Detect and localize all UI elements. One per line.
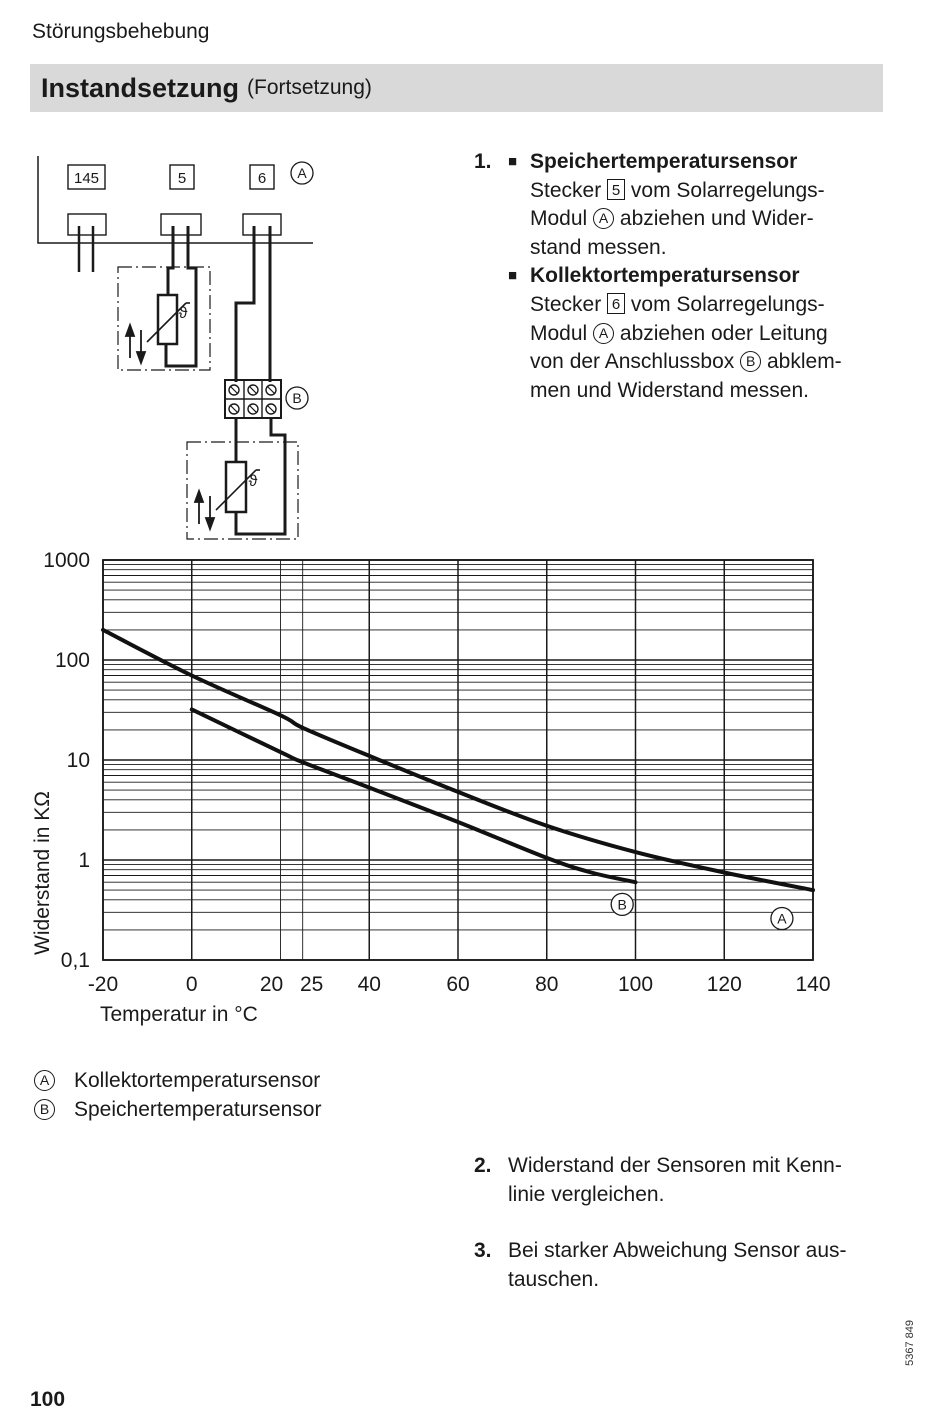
curve-B: [189, 707, 638, 885]
x-tick-label: 140: [795, 973, 830, 996]
page-title: Instandsetzung: [41, 72, 240, 103]
item-heading: Kollektortemperatursensor: [530, 264, 800, 288]
wiring-diagram: 145 5 6 A B ϑ ϑ: [37, 156, 314, 540]
section-header: Störungsbehebung: [32, 20, 210, 43]
step-1: 1. ■ Speichertemperatursensor Stecker 5 …: [474, 148, 894, 405]
bullet-icon: ■: [508, 267, 518, 285]
terminal-screw: [228, 384, 240, 396]
legend-text: Speichertemperatursensor: [74, 1098, 322, 1121]
x-axis-label: Temperatur in °C: [100, 1003, 258, 1026]
chart-legend: A Kollektortemperatursensor B Speicherte…: [34, 1066, 321, 1124]
x-tick-label: 80: [535, 973, 558, 996]
item-heading: Speichertemperatursensor: [530, 150, 798, 173]
chart-labels: 1000 100 10 1 0,1-20 0 20 25 40 60 80 100 120 140Temp…: [31, 549, 831, 1026]
title-bar: Instandsetzung (Fortsetzung): [30, 64, 883, 112]
collector-thermistor: [224, 460, 248, 514]
legend-item: A Kollektortemperatursensor: [34, 1066, 321, 1095]
collector-sensor-wire: [234, 226, 256, 382]
x-tick-label: 0: [186, 973, 198, 996]
x-tick-label: 120: [707, 973, 742, 996]
y-axis-label: Widerstand in KΩ: [31, 791, 54, 955]
y-tick-label: 0,1: [61, 949, 90, 972]
thermistor-slash: [146, 302, 187, 343]
ref-circle: A: [593, 208, 615, 230]
curve-marker-A: [770, 906, 794, 931]
thermistor-symbol: ϑ: [249, 473, 258, 490]
collector-sensor-wire: [234, 418, 287, 536]
socket-5: [160, 213, 202, 236]
page-number: 100: [30, 1388, 66, 1411]
terminal-screw: [228, 403, 240, 415]
plug-label-box-6: [249, 164, 275, 190]
y-tick-label: 1000: [43, 549, 90, 572]
page-subtitle: (Fortsetzung): [247, 76, 372, 99]
curve-marker-label-A: A: [777, 911, 787, 927]
document-number: 5367 849: [904, 1320, 916, 1366]
ref-circle: B: [740, 351, 762, 373]
storage-sensor-wire: [166, 226, 175, 295]
legend-text: Kollektortemperatursensor: [74, 1069, 321, 1092]
ref-label-B: B: [292, 390, 301, 406]
y-tick-label: 1: [78, 849, 90, 872]
plot-frame: [102, 559, 814, 961]
chart-grid: [102, 559, 814, 961]
curve-marker-B: [610, 892, 634, 917]
x-tick-label: 25: [300, 973, 323, 996]
x-tick-label: 100: [618, 973, 653, 996]
x-tick-label: -20: [88, 973, 118, 996]
step-1-item-storage: ■ Speichertemperatursensor Stecker 5 vom…: [508, 148, 894, 262]
terminal-screw: [247, 403, 259, 415]
ref-circle-B: [285, 386, 309, 410]
terminal-screw: [247, 384, 259, 396]
terminal-screw: [265, 403, 277, 415]
storage-sensor-housing: [117, 266, 211, 371]
terminal-screw: [265, 384, 277, 396]
legend-ref-circle: A: [34, 1070, 55, 1091]
step-number: 3.: [474, 1239, 492, 1262]
step-3: 3. Bei starker Abweichung Sensor aus- ta…: [474, 1239, 847, 1291]
step-number: 1.: [474, 150, 492, 173]
y-tick-label: 100: [55, 649, 90, 672]
ref-circle-A: [290, 161, 314, 185]
curve-marker-label-B: B: [618, 896, 627, 912]
thermistor-symbol: ϑ: [179, 305, 188, 322]
plug-ref-box: 5: [607, 178, 626, 200]
step-2: 2. Widerstand der Sensoren mit Kenn- lin…: [474, 1154, 842, 1206]
x-tick-label: 20: [260, 973, 283, 996]
plug-label-box-5: [169, 164, 195, 190]
step-number: 2.: [474, 1154, 492, 1177]
x-tick-label: 40: [358, 973, 381, 996]
storage-thermistor: [156, 293, 179, 346]
socket-6: [242, 213, 282, 236]
socket-145: [67, 213, 107, 236]
curve-A: [101, 627, 815, 893]
storage-sensor-wire: [164, 226, 198, 368]
plug-label-box-145: [67, 164, 106, 190]
bullet-icon: ■: [508, 153, 518, 170]
legend-ref-circle: B: [34, 1099, 55, 1120]
plug-label-145: 145: [74, 170, 99, 187]
thermistor-slash: [215, 469, 257, 511]
chart-curves: BA: [101, 627, 815, 931]
collector-sensor-housing: [186, 441, 299, 540]
plug-ref-box: 6: [607, 292, 626, 314]
module-outline: [37, 156, 313, 244]
plug-label-5: 5: [178, 170, 186, 187]
legend-item: B Speichertemperatursensor: [34, 1095, 321, 1124]
x-tick-label: 60: [446, 973, 469, 996]
ref-label-A: A: [297, 165, 307, 181]
step-1-item-collector: ■ Kollektortemperatursensor Stecker 6 vo…: [508, 262, 894, 405]
ref-circle: A: [593, 322, 615, 344]
plug-label-6: 6: [258, 170, 266, 187]
y-tick-label: 10: [67, 749, 90, 772]
